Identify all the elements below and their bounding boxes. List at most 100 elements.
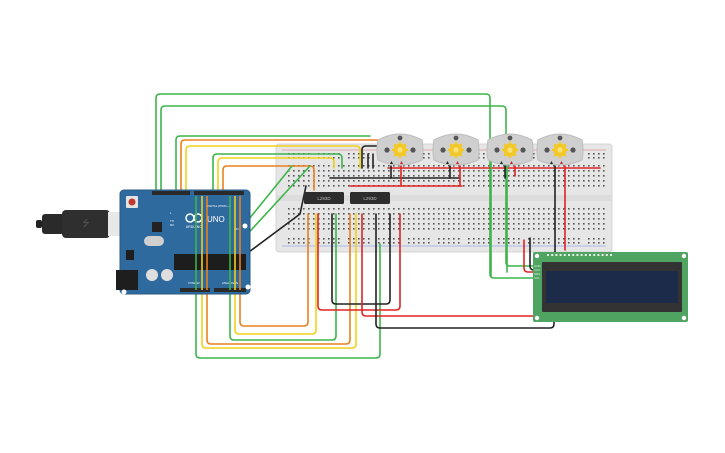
breadboard-hole[interactable]: [518, 213, 520, 215]
breadboard-hole[interactable]: [513, 170, 515, 172]
breadboard-hole[interactable]: [433, 165, 435, 167]
breadboard-hole[interactable]: [398, 208, 400, 210]
breadboard-hole[interactable]: [588, 218, 590, 220]
breadboard-hole[interactable]: [598, 228, 600, 230]
breadboard-hole[interactable]: [488, 175, 490, 177]
breadboard-hole[interactable]: [323, 208, 325, 210]
breadboard-hole[interactable]: [303, 213, 305, 215]
breadboard-hole[interactable]: [428, 157, 430, 159]
breadboard-hole[interactable]: [358, 242, 360, 244]
breadboard-hole[interactable]: [438, 238, 440, 240]
breadboard-hole[interactable]: [538, 228, 540, 230]
breadboard-hole[interactable]: [528, 218, 530, 220]
breadboard[interactable]: [275, 143, 613, 253]
breadboard-hole[interactable]: [508, 223, 510, 225]
breadboard-hole[interactable]: [328, 185, 330, 187]
breadboard-hole[interactable]: [293, 208, 295, 210]
breadboard-hole[interactable]: [473, 165, 475, 167]
breadboard-hole[interactable]: [558, 208, 560, 210]
breadboard-hole[interactable]: [563, 208, 565, 210]
breadboard-hole[interactable]: [388, 238, 390, 240]
breadboard-hole[interactable]: [373, 175, 375, 177]
breadboard-hole[interactable]: [458, 165, 460, 167]
breadboard-hole[interactable]: [443, 165, 445, 167]
breadboard-hole[interactable]: [488, 238, 490, 240]
breadboard-hole[interactable]: [443, 238, 445, 240]
breadboard-hole[interactable]: [603, 165, 605, 167]
breadboard-hole[interactable]: [468, 238, 470, 240]
breadboard-hole[interactable]: [598, 223, 600, 225]
breadboard-hole[interactable]: [318, 170, 320, 172]
breadboard-hole[interactable]: [578, 223, 580, 225]
breadboard-hole[interactable]: [403, 213, 405, 215]
breadboard-hole[interactable]: [293, 175, 295, 177]
breadboard-hole[interactable]: [558, 228, 560, 230]
breadboard-hole[interactable]: [503, 238, 505, 240]
breadboard-hole[interactable]: [443, 208, 445, 210]
breadboard-hole[interactable]: [348, 153, 350, 155]
breadboard-hole[interactable]: [478, 242, 480, 244]
breadboard-hole[interactable]: [483, 175, 485, 177]
breadboard-hole[interactable]: [513, 208, 515, 210]
breadboard-hole[interactable]: [288, 223, 290, 225]
breadboard-hole[interactable]: [568, 170, 570, 172]
breadboard-hole[interactable]: [348, 170, 350, 172]
breadboard-hole[interactable]: [448, 208, 450, 210]
breadboard-hole[interactable]: [328, 228, 330, 230]
breadboard-hole[interactable]: [293, 242, 295, 244]
breadboard-hole[interactable]: [538, 185, 540, 187]
breadboard-hole[interactable]: [398, 165, 400, 167]
breadboard-hole[interactable]: [443, 228, 445, 230]
breadboard-hole[interactable]: [293, 223, 295, 225]
breadboard-hole[interactable]: [593, 153, 595, 155]
breadboard-hole[interactable]: [393, 218, 395, 220]
breadboard-hole[interactable]: [418, 170, 420, 172]
breadboard-hole[interactable]: [473, 175, 475, 177]
breadboard-hole[interactable]: [593, 157, 595, 159]
breadboard-hole[interactable]: [533, 157, 535, 159]
breadboard-hole[interactable]: [518, 223, 520, 225]
breadboard-hole[interactable]: [378, 180, 380, 182]
breadboard-hole[interactable]: [503, 213, 505, 215]
breadboard-hole[interactable]: [353, 228, 355, 230]
breadboard-hole[interactable]: [568, 238, 570, 240]
breadboard-hole[interactable]: [503, 170, 505, 172]
breadboard-hole[interactable]: [353, 213, 355, 215]
breadboard-hole[interactable]: [338, 185, 340, 187]
breadboard-hole[interactable]: [343, 223, 345, 225]
breadboard-hole[interactable]: [578, 218, 580, 220]
breadboard-hole[interactable]: [323, 170, 325, 172]
breadboard-hole[interactable]: [573, 185, 575, 187]
breadboard-hole[interactable]: [408, 208, 410, 210]
breadboard-hole[interactable]: [563, 223, 565, 225]
wire-black[interactable]: [375, 213, 555, 329]
breadboard-hole[interactable]: [508, 165, 510, 167]
breadboard-hole[interactable]: [453, 238, 455, 240]
breadboard-hole[interactable]: [603, 228, 605, 230]
breadboard-hole[interactable]: [588, 175, 590, 177]
breadboard-hole[interactable]: [508, 228, 510, 230]
breadboard-hole[interactable]: [363, 157, 365, 159]
breadboard-hole[interactable]: [578, 165, 580, 167]
wire-yellow[interactable]: [185, 145, 361, 193]
breadboard-hole[interactable]: [553, 175, 555, 177]
breadboard-hole[interactable]: [483, 208, 485, 210]
breadboard-hole[interactable]: [363, 218, 365, 220]
breadboard-hole[interactable]: [323, 185, 325, 187]
breadboard-hole[interactable]: [578, 213, 580, 215]
breadboard-hole[interactable]: [433, 218, 435, 220]
breadboard-hole[interactable]: [348, 185, 350, 187]
breadboard-hole[interactable]: [518, 242, 520, 244]
breadboard-hole[interactable]: [518, 175, 520, 177]
breadboard-hole[interactable]: [388, 208, 390, 210]
breadboard-hole[interactable]: [483, 213, 485, 215]
breadboard-hole[interactable]: [408, 170, 410, 172]
breadboard-hole[interactable]: [538, 213, 540, 215]
breadboard-hole[interactable]: [588, 165, 590, 167]
breadboard-hole[interactable]: [308, 208, 310, 210]
breadboard-hole[interactable]: [603, 218, 605, 220]
breadboard-hole[interactable]: [538, 170, 540, 172]
breadboard-hole[interactable]: [453, 218, 455, 220]
breadboard-hole[interactable]: [438, 242, 440, 244]
breadboard-hole[interactable]: [563, 185, 565, 187]
